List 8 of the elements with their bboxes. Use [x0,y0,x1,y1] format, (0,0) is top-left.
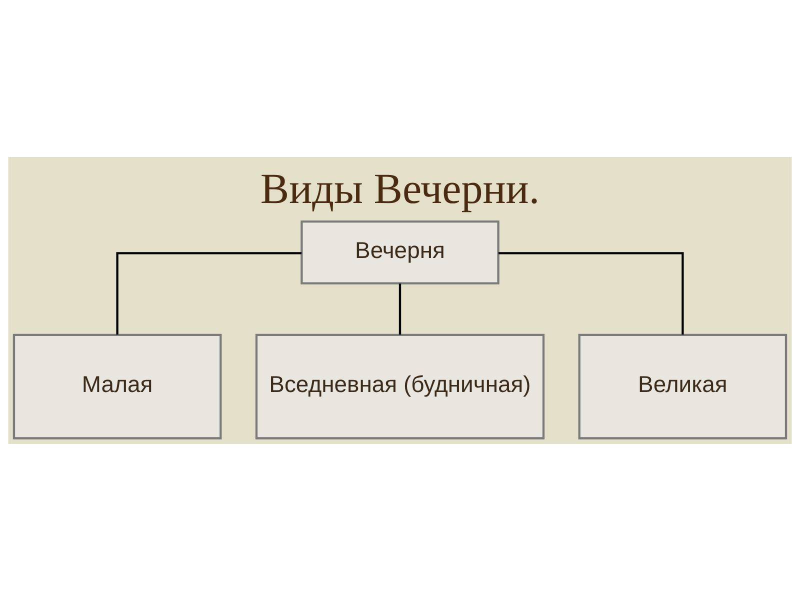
node-box: Вседневная (будничная) [255,333,545,439]
connector [398,283,402,334]
connector [116,252,302,334]
connector [498,252,684,334]
node-box: Вечерня [300,220,500,284]
node-box: Малая [12,333,222,439]
diagram-title: Виды Вечерни. [260,165,540,212]
node-box: Великая [578,333,788,439]
